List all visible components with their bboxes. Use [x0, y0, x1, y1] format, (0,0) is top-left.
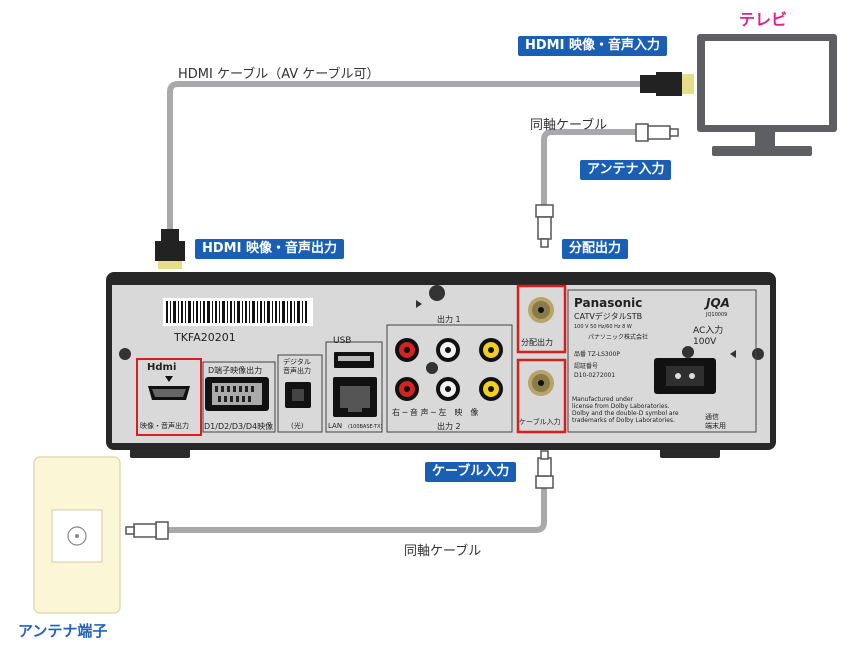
antenna-terminal-title: アンテナ端子	[18, 622, 108, 640]
d-terminal-label: D端子映像出力	[208, 366, 263, 375]
serial-number: TKFA20201	[174, 331, 236, 344]
ac-input-label: AC入力 100V	[693, 326, 724, 347]
jqa-sublabel: JQ10009	[706, 312, 728, 318]
label-antenna-input: アンテナ入力	[580, 160, 672, 180]
rca-output-1	[395, 338, 503, 362]
label-hdmi-cable: HDMI ケーブル（AV ケーブル可）	[178, 67, 380, 82]
d-terminal-port	[205, 377, 269, 411]
maker-label: パナソニック株式会社	[588, 334, 649, 341]
label-cable-input: ケーブル入力	[425, 462, 517, 482]
usb-label: USB	[333, 336, 352, 346]
av-channel-labels: 右 ─ 音 声 ─ 左 映 像	[392, 408, 479, 417]
tv-title: テレビ	[739, 10, 788, 29]
hdmi-port-label: 映像・音声出力	[140, 422, 189, 430]
lan-sublabel: (100BASE-TX)	[348, 424, 383, 430]
lan-label: LAN	[328, 422, 343, 430]
tv-monitor	[697, 34, 837, 156]
brand-label: Panasonic	[574, 296, 643, 310]
hdmi-cable	[155, 72, 694, 269]
digital-audio-label: デジタル 音声出力	[283, 358, 311, 375]
output-2-label: 出力 2	[437, 422, 461, 431]
hdmi-output-port	[136, 358, 202, 436]
split-output-connector	[516, 284, 567, 354]
label-coax-bottom: 同軸ケーブル	[404, 544, 482, 559]
coax-cable-bottom	[125, 450, 554, 540]
set-top-box	[106, 272, 776, 458]
model-line: CATVデジタルSTB	[574, 312, 643, 321]
hdmi-logo: Hdmi	[147, 362, 177, 373]
label-hdmi-input: HDMI 映像・音声入力	[518, 36, 667, 56]
output-1-label: 出力 1	[437, 315, 461, 324]
lan-port	[333, 377, 377, 417]
approval-number: 認証番号 D10-0272001	[574, 363, 616, 379]
cable-input-connector	[516, 358, 567, 434]
product-number: 品番 TZ-LS300P	[574, 351, 620, 358]
rca-output-2	[395, 377, 503, 401]
coax-cable-top	[535, 123, 679, 248]
antenna-wall-terminal	[33, 456, 121, 614]
power-spec: 100 V 50 Hz/60 Hz 8 W	[574, 324, 632, 330]
dolby-notice: Manufactured under license from Dolby La…	[572, 396, 679, 424]
label-hdmi-output: HDMI 映像・音声出力	[195, 239, 344, 259]
d-terminal-sublabel: D1/D2/D3/D4映像	[204, 422, 274, 431]
usb-port	[334, 352, 374, 368]
split-output-label: 分配出力	[521, 338, 553, 347]
optical-label: (光)	[291, 422, 304, 430]
cable-input-label: ケーブル入力	[519, 418, 561, 426]
label-coax-top: 同軸ケーブル	[530, 118, 608, 133]
label-split-output: 分配出力	[562, 239, 629, 259]
jqa-mark: JQA	[706, 296, 730, 310]
comm-terminal-label: 通信 端末用	[705, 413, 726, 430]
barcode	[163, 298, 313, 326]
optical-port	[285, 382, 311, 408]
ac-inlet	[654, 358, 716, 394]
